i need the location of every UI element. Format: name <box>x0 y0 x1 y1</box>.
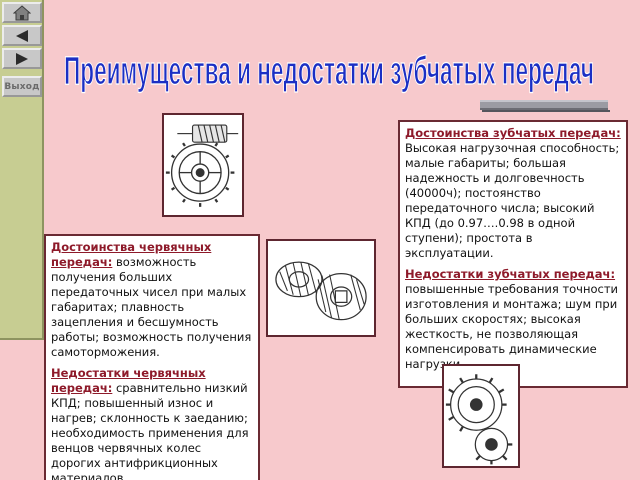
home-icon <box>13 4 31 20</box>
back-button[interactable] <box>2 25 42 46</box>
triangle-right-icon <box>16 52 28 65</box>
gear-advantages-text: Высокая нагрузочная способность; малые г… <box>405 141 620 260</box>
worm-advantages-heading: Достоинства червячных передач: <box>51 240 212 269</box>
title-decoration-shadow <box>482 110 610 112</box>
worm-advantages-text: возможность получения больших передаточн… <box>51 255 252 359</box>
gear-disadvantages-heading: Недостатки зубчатых передач: <box>405 267 616 281</box>
triangle-left-icon <box>16 29 28 42</box>
navigation-panel: Выход <box>0 0 44 340</box>
helical-gears-picture <box>266 239 376 337</box>
worm-disadvantages-text: сравнительно низкий КПД; повышенный изно… <box>51 381 249 480</box>
forward-button[interactable] <box>2 48 42 69</box>
gear-disadvantages-text: повышенные требования точности изготовле… <box>405 282 619 371</box>
page-title: Преимущества и недостатки зубчатых перед… <box>58 30 600 102</box>
gear-advantages-heading: Достоинства зубчатых передач: <box>405 126 621 140</box>
page-title-text: Преимущества и недостатки зубчатых перед… <box>64 49 594 93</box>
title-decoration-bar <box>480 100 608 110</box>
home-button[interactable] <box>2 2 42 23</box>
worm-disadvantages-heading: Недостатки червячных передач: <box>51 366 206 395</box>
gear-disadvantages-paragraph: Недостатки зубчатых передач: повышенные … <box>405 267 621 372</box>
worm-disadvantages-paragraph: Недостатки червячных передач: сравнитель… <box>51 366 253 480</box>
worm-gear-picture <box>162 113 244 217</box>
gear-transmission-info-box: Достоинства зубчатых передач: Высокая на… <box>398 120 628 388</box>
gear-advantages-paragraph: Достоинства зубчатых передач: Высокая на… <box>405 126 621 261</box>
worm-advantages-paragraph: Достоинства червячных передач: возможнос… <box>51 240 253 360</box>
spur-gears-picture <box>442 364 520 468</box>
worm-transmission-info-box: Достоинства червячных передач: возможнос… <box>44 234 260 480</box>
exit-button[interactable]: Выход <box>2 76 42 97</box>
